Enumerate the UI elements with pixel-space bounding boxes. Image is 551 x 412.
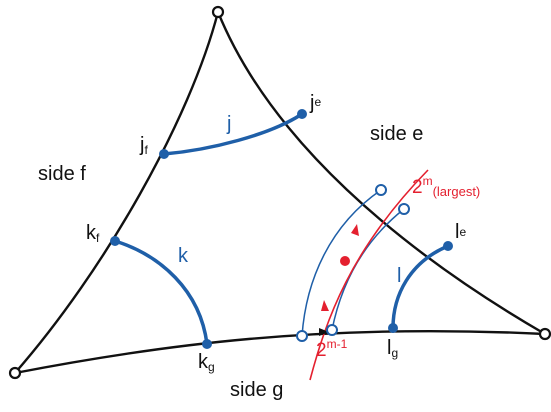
point-lg-sub: g — [391, 346, 398, 360]
side-f-label: side f — [38, 163, 86, 185]
side-g-label: side g — [230, 379, 283, 401]
red-arrow-head-upper — [351, 224, 359, 236]
point-kg-label: kg — [198, 351, 215, 374]
red-label-m-minus-1: 2m-1 — [316, 337, 348, 361]
point-je-sub: e — [314, 95, 321, 109]
vertex-right — [538, 327, 551, 341]
red-flow-curve — [309, 169, 429, 381]
red-largest-extra: (largest) — [433, 184, 481, 199]
point-je-main: j — [309, 92, 314, 114]
hollow-point-e-upper — [375, 184, 387, 196]
point-le — [443, 241, 453, 251]
point-je — [297, 109, 307, 119]
point-kf — [110, 236, 120, 246]
hollow-point-e-lower — [398, 203, 410, 215]
red-largest-base: 2 — [412, 177, 423, 198]
curve-k-label: k — [178, 245, 189, 267]
point-kf-main: k — [86, 222, 97, 244]
inner-blue-curve-outer — [301, 189, 382, 337]
red-arrow-head-lower — [321, 300, 329, 311]
side-g-arrow-head — [319, 328, 329, 336]
curve-l-label: l — [397, 265, 401, 287]
point-kf-sub: f — [96, 231, 100, 245]
red-largest-sup: m — [423, 174, 433, 188]
point-jf — [159, 149, 169, 159]
vertex-top — [211, 5, 225, 19]
vertex-left — [8, 366, 22, 380]
point-kg-sub: g — [208, 360, 215, 374]
curve-k — [114, 239, 209, 345]
curve-l — [391, 244, 449, 329]
side-e-edge — [216, 11, 546, 336]
point-kg — [202, 339, 212, 349]
side-g-edge — [14, 329, 546, 375]
point-lg — [388, 323, 398, 333]
red-point — [340, 256, 350, 266]
point-le-sub: e — [459, 225, 466, 239]
point-kf-label: kf — [86, 222, 100, 245]
red-m-minus-1-base: 2 — [316, 340, 327, 361]
curve-j-label: j — [226, 113, 231, 135]
point-le-main: l — [455, 221, 459, 243]
point-kg-main: k — [198, 351, 209, 373]
side-e-label: side e — [370, 123, 423, 145]
curve-j — [163, 112, 303, 156]
point-jf-sub: f — [144, 143, 148, 157]
point-jf-label: jf — [139, 134, 148, 157]
point-lg-label: lg — [387, 337, 398, 360]
side-f-edge — [14, 11, 220, 374]
point-le-label: le — [455, 221, 466, 243]
point-lg-main: l — [387, 337, 391, 359]
red-m-minus-1-sup: m-1 — [327, 337, 348, 351]
hollow-point-g-right — [326, 324, 338, 336]
hollow-point-g-left — [296, 330, 308, 342]
point-je-label: je — [309, 92, 321, 114]
red-label-largest: 2m(largest) — [412, 174, 480, 199]
point-jf-main: j — [139, 134, 144, 156]
